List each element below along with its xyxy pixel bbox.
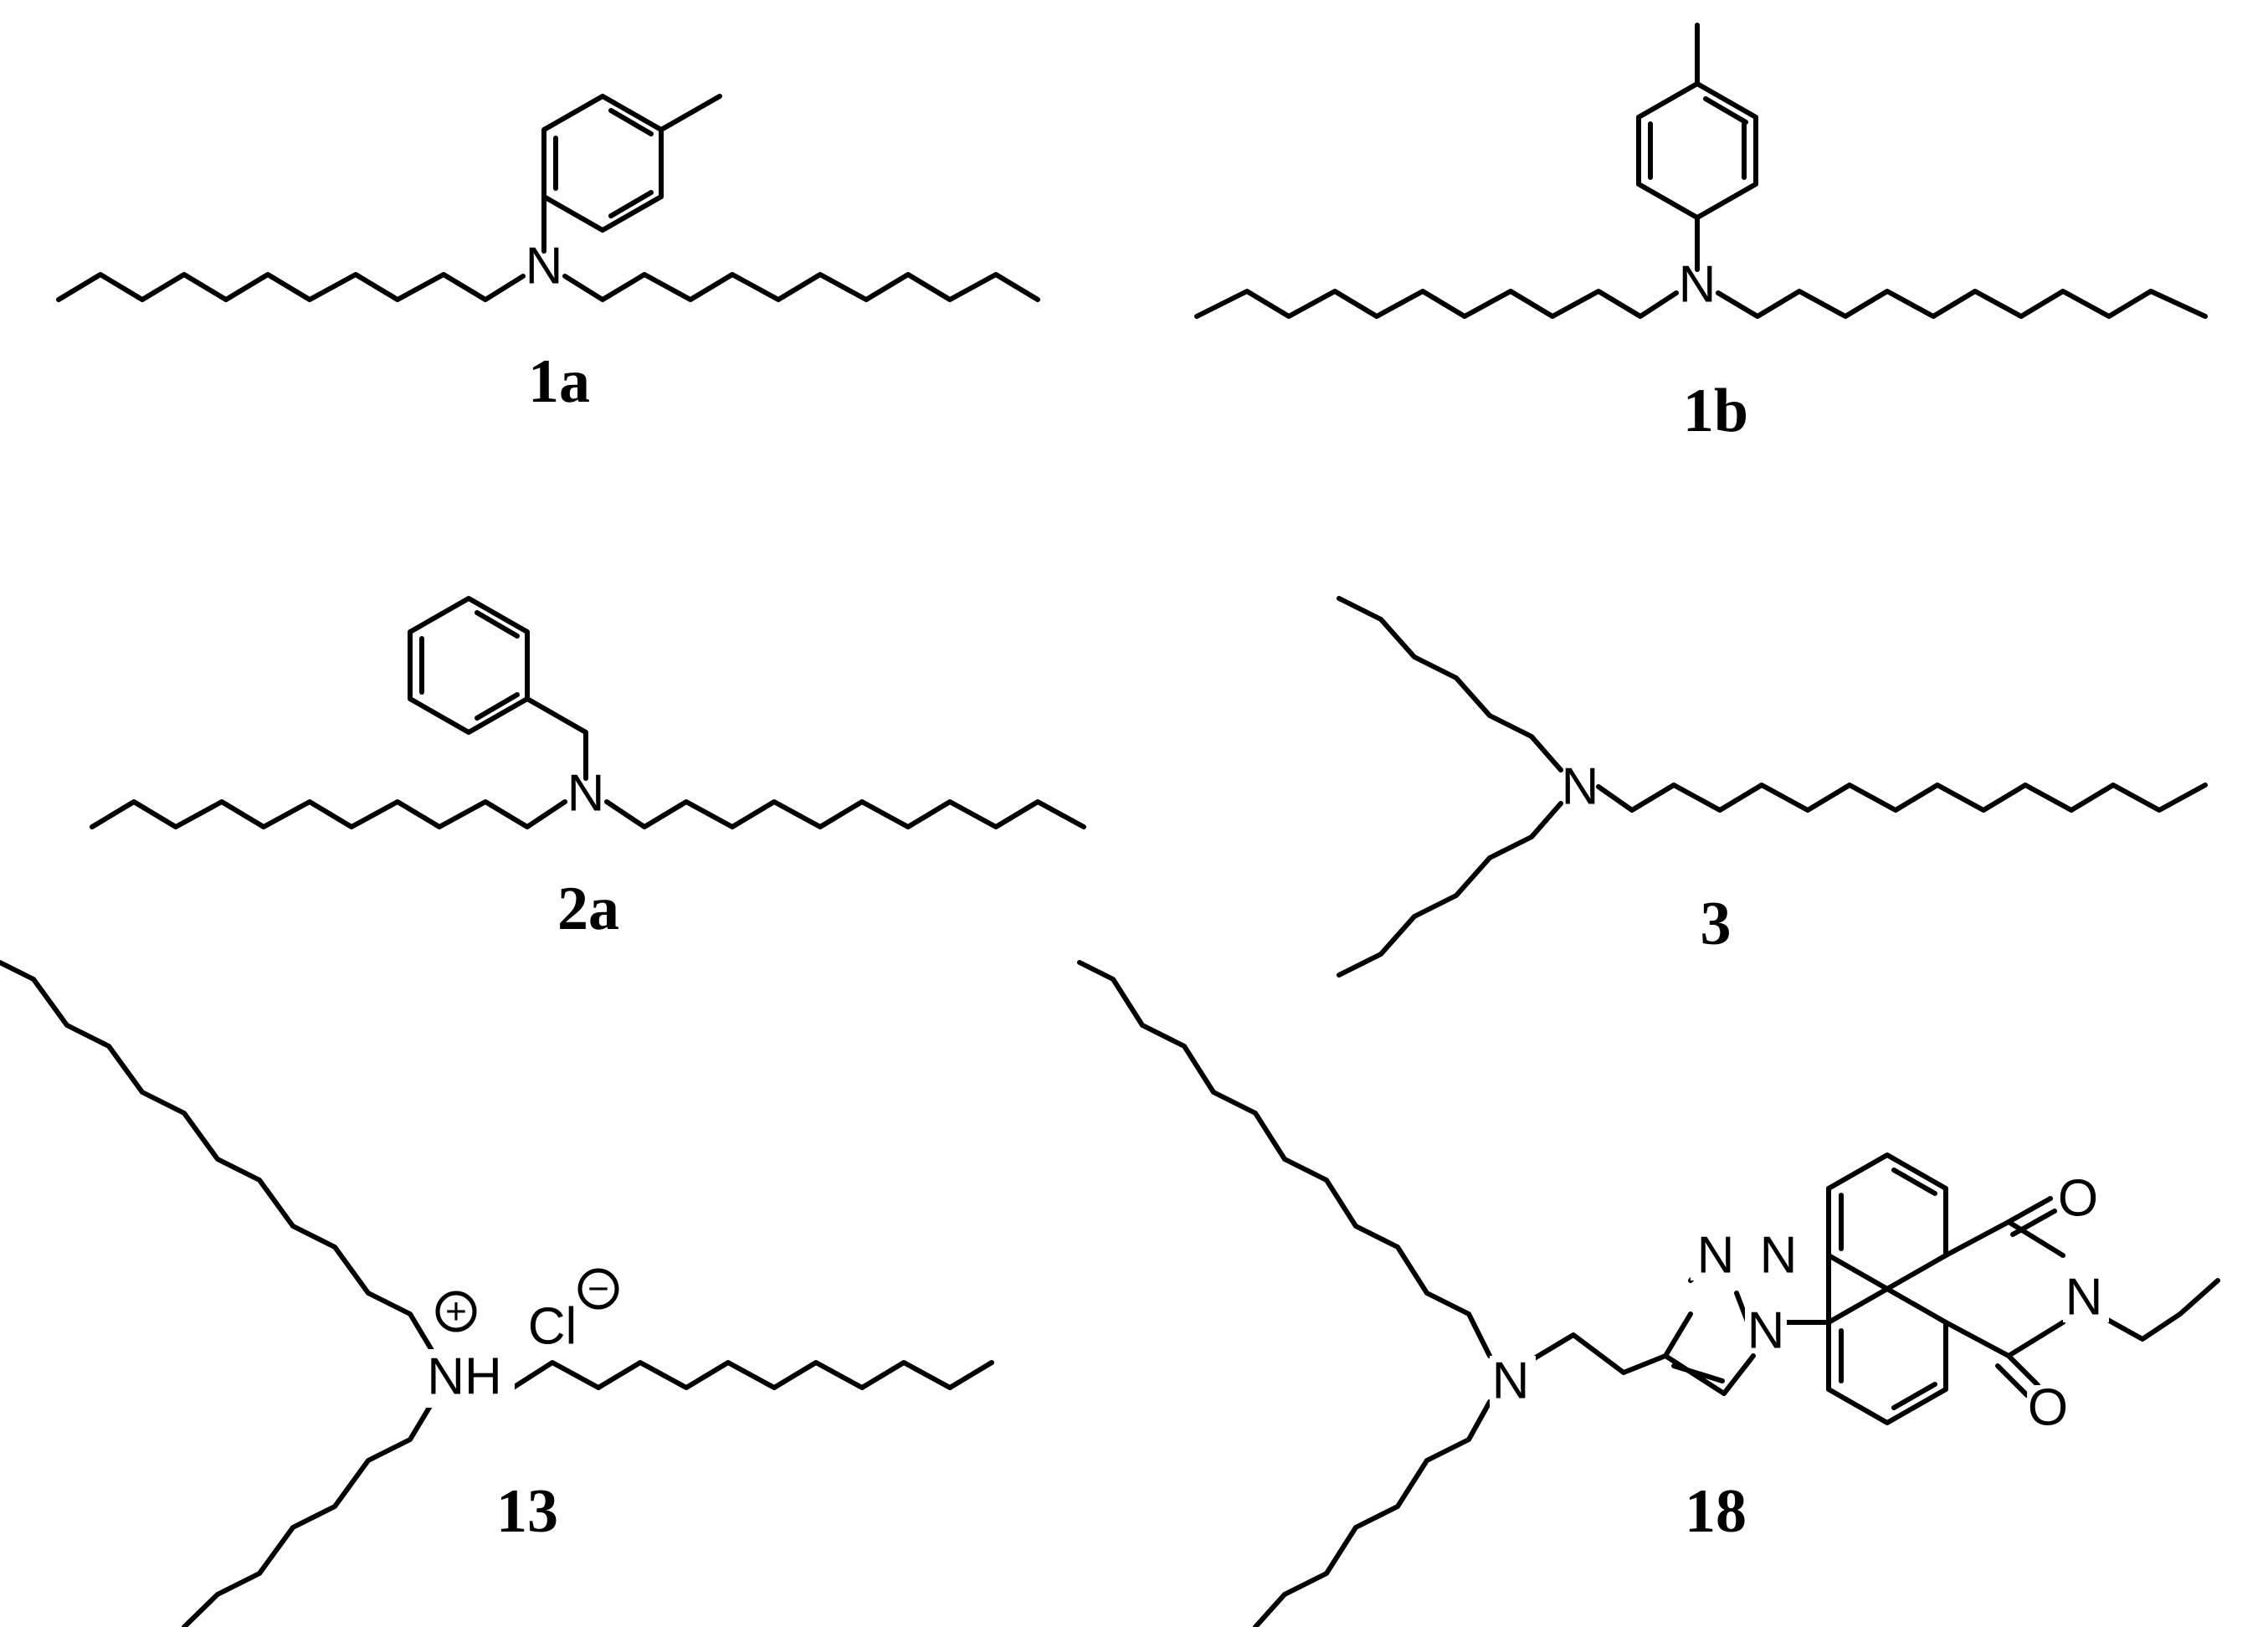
triazole-nitrogen-1: N (1747, 1302, 1785, 1360)
compound-label-3: 3 (1701, 890, 1732, 958)
chloride-atom: Cl (528, 1298, 577, 1356)
compound-label-13: 13 (496, 1477, 558, 1546)
triazole-nitrogen-3: N (1697, 1227, 1735, 1285)
carbonyl-oxygen-bottom: O (2028, 1379, 2068, 1437)
structure-2a: N 2a (90, 596, 1086, 943)
structure-1a: N 1a (56, 94, 1040, 416)
plus-charge: + (445, 1291, 467, 1332)
imide-nitrogen-atom: N (2065, 1269, 2103, 1327)
structure-1b: N 1b (1194, 23, 2208, 445)
compound-label-1b: 1b (1683, 377, 1748, 445)
minus-charge: − (588, 1269, 609, 1310)
structure-13: NH + Cl − 13 (0, 960, 994, 1627)
triazole-nitrogen-2: N (1760, 1227, 1798, 1285)
structure-18: N N N N N O O 18 (1077, 960, 2220, 1627)
structure-3: N 3 (1337, 596, 2208, 978)
nitrogen-atom: N (567, 765, 605, 823)
nitrogen-atom: N (1562, 758, 1599, 816)
amine-nitrogen-atom: N (1492, 1352, 1530, 1410)
carbonyl-oxygen-top: O (2058, 1170, 2098, 1228)
compound-label-1a: 1a (528, 347, 590, 416)
ammonium-atom: NH (427, 1348, 502, 1406)
compound-label-2a: 2a (557, 875, 619, 943)
compound-label-18: 18 (1685, 1477, 1747, 1546)
nitrogen-atom: N (526, 238, 563, 295)
nitrogen-atom: N (1679, 256, 1716, 314)
